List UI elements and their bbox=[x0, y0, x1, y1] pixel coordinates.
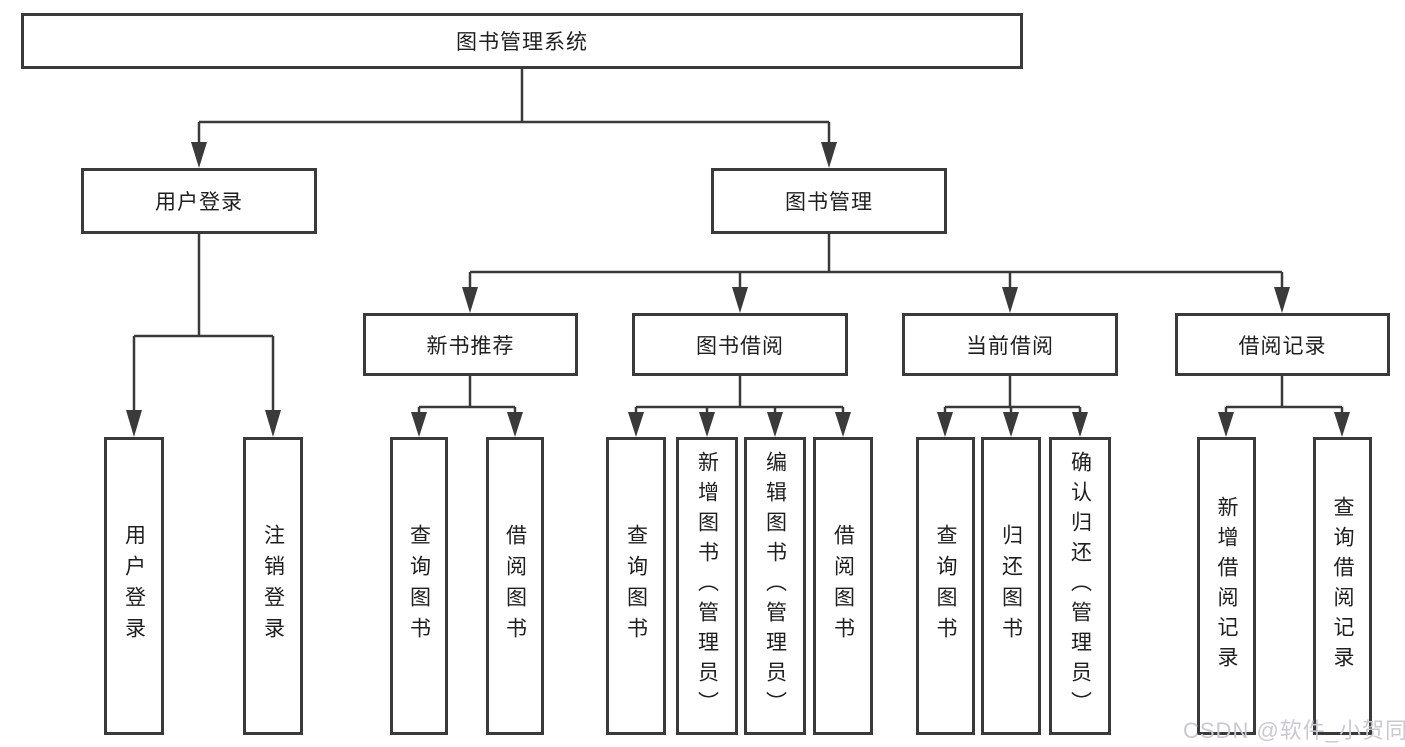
leaf-bb-add-books-admin: 新增图书（管理员） bbox=[676, 437, 738, 735]
leaf-nb-query-books-label: 查询图书 bbox=[407, 524, 431, 648]
arrowheads-book-management bbox=[462, 287, 1290, 313]
arrowheads-user-login bbox=[126, 410, 281, 437]
leaf-bb-add-books-admin-label: 新增图书（管理员） bbox=[695, 451, 719, 721]
leaf-cb-query-books-label: 查询图书 bbox=[934, 524, 957, 648]
connector-new-book-recommend bbox=[417, 376, 517, 412]
leaf-br-add-record: 新增借阅记录 bbox=[1197, 437, 1256, 735]
node-new-book-recommend-label: 新书推荐 bbox=[426, 334, 515, 358]
leaf-logout-label: 注销登录 bbox=[261, 524, 285, 648]
node-current-borrow-label: 当前借阅 bbox=[966, 334, 1054, 358]
leaf-cb-return-books-label: 归还图书 bbox=[999, 524, 1023, 648]
leaf-logout: 注销登录 bbox=[243, 437, 303, 735]
csdn-watermark: CSDN @软件_小贺同学 bbox=[1183, 718, 1405, 743]
node-root-label: 图书管理系统 bbox=[456, 31, 588, 54]
leaf-cb-query-books: 查询图书 bbox=[916, 437, 975, 735]
connector-borrow-records bbox=[1224, 376, 1344, 412]
leaf-br-query-record: 查询借阅记录 bbox=[1313, 437, 1372, 735]
node-book-management-label: 图书管理 bbox=[785, 191, 873, 214]
node-current-borrow: 当前借阅 bbox=[902, 313, 1118, 376]
node-user-login: 用户登录 bbox=[81, 168, 317, 234]
node-new-book-recommend: 新书推荐 bbox=[363, 313, 578, 376]
leaf-br-query-record-label: 查询借阅记录 bbox=[1331, 496, 1354, 676]
node-book-management: 图书管理 bbox=[711, 168, 947, 234]
leaf-nb-borrow-books-label: 借阅图书 bbox=[503, 524, 527, 648]
connector-book-borrow bbox=[634, 376, 845, 412]
arrowheads-current-borrow bbox=[937, 412, 1088, 437]
leaf-bb-edit-books-admin-label: 编辑图书（管理员） bbox=[763, 451, 787, 721]
node-book-borrow: 图书借阅 bbox=[632, 313, 848, 376]
node-book-borrow-label: 图书借阅 bbox=[696, 334, 784, 358]
leaf-user-login: 用户登录 bbox=[104, 437, 164, 735]
connector-root bbox=[197, 69, 831, 142]
leaf-cb-confirm-return-admin: 确认归还（管理员） bbox=[1049, 437, 1111, 735]
leaf-bb-edit-books-admin: 编辑图书（管理员） bbox=[744, 437, 806, 735]
node-root: 图书管理系统 bbox=[21, 13, 1023, 69]
leaf-cb-return-books: 归还图书 bbox=[981, 437, 1041, 735]
arrowheads-root bbox=[191, 142, 837, 168]
leaf-nb-borrow-books: 借阅图书 bbox=[486, 437, 544, 735]
arrowheads-new-book-recommend bbox=[411, 412, 523, 437]
leaf-bb-query-books-label: 查询图书 bbox=[624, 524, 648, 648]
leaf-nb-query-books: 查询图书 bbox=[390, 437, 448, 735]
leaf-bb-borrow-books-label: 借阅图书 bbox=[831, 524, 855, 648]
connector-user-login bbox=[132, 234, 275, 410]
leaf-bb-borrow-books: 借阅图书 bbox=[813, 437, 873, 735]
connector-current-borrow bbox=[943, 376, 1082, 412]
connector-book-management bbox=[468, 234, 1284, 287]
leaf-bb-query-books: 查询图书 bbox=[606, 437, 666, 735]
arrowheads-borrow-records bbox=[1218, 412, 1350, 437]
node-borrow-records: 借阅记录 bbox=[1175, 313, 1390, 376]
node-user-login-label: 用户登录 bbox=[155, 191, 243, 214]
leaf-br-add-record-label: 新增借阅记录 bbox=[1215, 496, 1238, 676]
leaf-user-login-label: 用户登录 bbox=[122, 524, 146, 648]
arrowheads-book-borrow bbox=[628, 412, 851, 437]
node-borrow-records-label: 借阅记录 bbox=[1238, 334, 1327, 358]
leaf-cb-confirm-return-admin-label: 确认归还（管理员） bbox=[1068, 451, 1092, 721]
